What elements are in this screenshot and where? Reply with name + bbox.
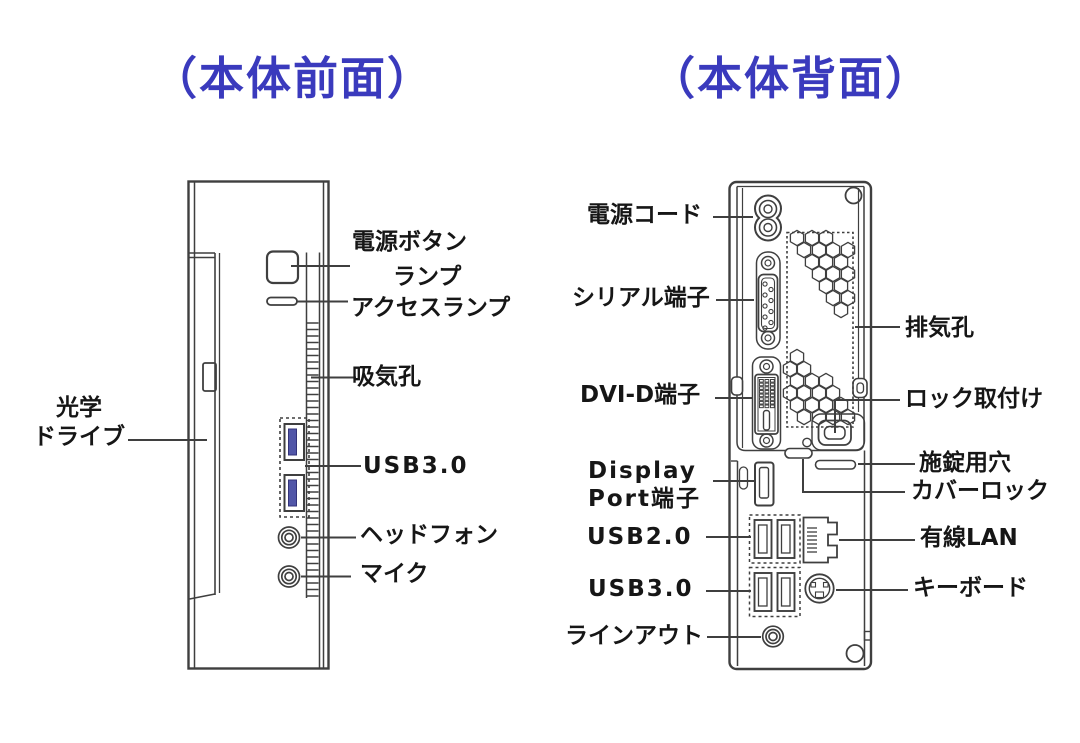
label-access-lamp: アクセスランプ: [351, 295, 511, 321]
leader-cover-lock: [802, 459, 905, 493]
front-case-outline: [187, 180, 330, 670]
front-leader-lines: [128, 265, 361, 578]
label-serial: シリアル端子: [572, 285, 710, 311]
label-power-button-lamp: 電源ボタン ランプ: [352, 229, 467, 290]
usb-port: [283, 474, 305, 512]
label-back-usb3: USB3.0: [588, 576, 694, 602]
back-case-outline: [728, 180, 873, 671]
edge-notch: [863, 630, 872, 641]
label-lock-mount: ロック取付け: [905, 386, 1043, 412]
usb-port: [283, 423, 305, 461]
label-power-cord: 電源コード: [587, 202, 702, 228]
back-view-drawing: [706, 180, 915, 671]
label-displayport: Display Port端子: [588, 458, 701, 512]
security-lock-loop: [852, 377, 868, 399]
line-out-jack: [761, 625, 785, 648]
leader-lock-mount: [834, 399, 900, 433]
dvi-d-port: [751, 356, 782, 450]
case-screw-top: [844, 186, 863, 205]
label-mic: マイク: [360, 561, 429, 587]
label-front-usb3: USB3.0: [363, 453, 469, 479]
power-button: [265, 250, 300, 285]
label-exhaust-vent: 排気孔: [905, 315, 974, 341]
serial-port: [755, 251, 781, 350]
label-back-usb2: USB2.0: [587, 524, 693, 550]
label-cover-lock: カバーロック: [911, 478, 1049, 504]
usb-tongue: [288, 428, 297, 456]
lan-port: [802, 516, 838, 564]
back-leader-lines: [706, 216, 915, 638]
front-view-title: （本体前面）: [152, 52, 435, 105]
mic-jack: [277, 565, 301, 588]
front-usb3-ports: [279, 417, 310, 518]
lock-hole-slot: [814, 459, 857, 470]
back-usb2-ports: [748, 514, 801, 564]
displayport: [754, 461, 775, 507]
exhaust-vent: [782, 229, 856, 428]
label-dvi: DVI-D端子: [580, 382, 701, 408]
back-view-title: （本体背面）: [650, 52, 933, 105]
label-optical-drive: 光学 ドライブ: [33, 395, 125, 450]
cover-lock-tab: [784, 447, 813, 459]
usb-tongue: [288, 479, 297, 507]
label-wired-lan: 有線LAN: [920, 525, 1018, 551]
headphone-jack: [277, 526, 301, 549]
eject-button: [202, 362, 217, 392]
optical-drive: [188, 252, 221, 600]
back-usb3-ports: [748, 566, 801, 618]
ps2-keyboard-port: [804, 573, 835, 604]
label-headphone: ヘッドフォン: [360, 522, 498, 548]
label-line-out: ラインアウト: [565, 623, 703, 649]
power-cord-connector: [754, 194, 782, 242]
intake-vent: [305, 252, 319, 598]
exhaust-vent-pattern: [782, 229, 856, 426]
access-lamp: [266, 296, 298, 306]
left-edge-tab: [730, 376, 744, 396]
front-view-drawing: [128, 180, 361, 670]
case-screw-bottom: [845, 644, 865, 663]
label-lock-hole: 施錠用穴: [919, 450, 1011, 476]
label-keyboard: キーボード: [913, 575, 1028, 601]
label-intake-vent: 吸気孔: [352, 364, 421, 390]
